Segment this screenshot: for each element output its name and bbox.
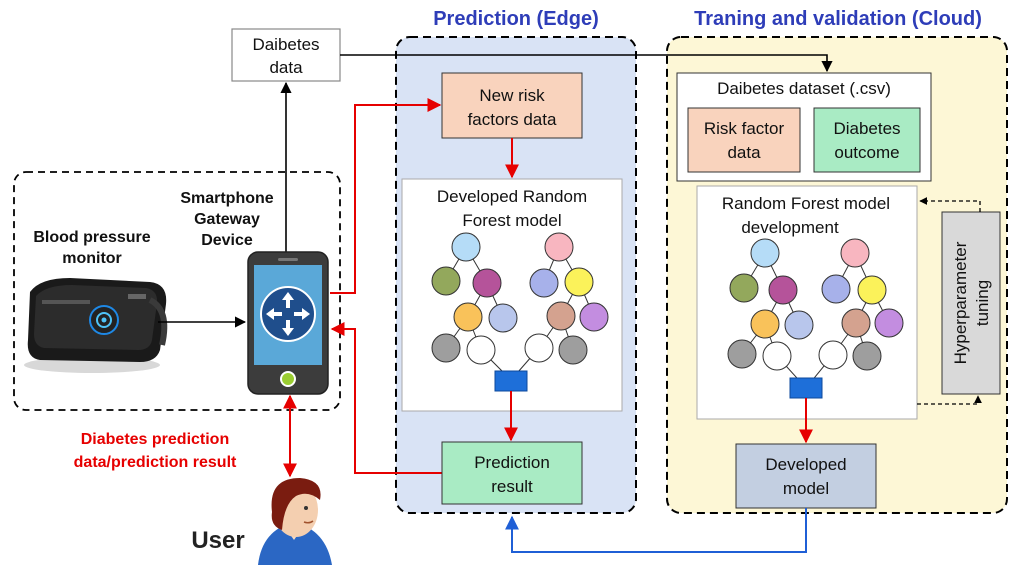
user-avatar-icon (258, 478, 332, 565)
new-risk-label-2: factors data (468, 110, 557, 129)
risk-factor-label-2: data (727, 143, 761, 162)
blood-pressure-monitor-icon (24, 278, 168, 373)
diabetes-data-label-1: Daibetes (252, 35, 319, 54)
developed-model-label-1: Developed (765, 455, 846, 474)
prediction-label-1: Diabetes prediction (81, 431, 229, 448)
smartphone-label-2: Gateway (194, 211, 260, 228)
rf-development-label-2: development (741, 218, 839, 237)
prediction-result-box (441, 441, 583, 505)
hyperparameter-label-2: tuning (973, 280, 992, 326)
dev-to-hyper-arrow (917, 395, 982, 405)
smartphone-label-3: Device (201, 232, 253, 249)
hyper-feedback-arrow (919, 197, 981, 212)
result-to-phone-arrow (330, 322, 442, 474)
router-icon (260, 286, 316, 342)
risk-factor-label-1: Risk factor (704, 119, 785, 138)
edge-model-label-1: Developed Random (437, 187, 587, 206)
bp-monitor-label-2: monitor (62, 250, 122, 267)
smartphone-label-1: Smartphone (180, 190, 273, 207)
edge-header: Prediction (Edge) (433, 8, 599, 30)
developed-model-box (735, 443, 877, 509)
outcome-label-1: Diabetes (833, 119, 900, 138)
bp-monitor-label-1: Blood pressure (33, 229, 150, 246)
phone-to-newrisk-arrow (330, 98, 442, 294)
diabetes-data-label-2: data (269, 58, 303, 77)
outcome-box (813, 107, 921, 173)
new-risk-label-1: New risk (479, 86, 545, 105)
deploy-model-arrow (505, 508, 807, 553)
prediction-result-label-1: Prediction (474, 453, 550, 472)
hyperparameter-box (941, 211, 1001, 395)
diabetes-data-box (231, 28, 341, 82)
user-label: User (191, 527, 244, 554)
random-forest-dev-icon (727, 238, 904, 399)
risk-factor-box (687, 107, 801, 173)
random-forest-icon (431, 232, 609, 392)
outcome-label-2: outcome (834, 143, 899, 162)
prediction-result-label-2: result (491, 477, 533, 496)
dataset-label: Daibetes dataset (.csv) (717, 79, 891, 98)
edge-model-label-2: Forest model (462, 211, 561, 230)
device-region (13, 171, 341, 411)
new-risk-box (441, 72, 583, 139)
rf-development-label-1: Random Forest model (722, 194, 890, 213)
cloud-header: Traning and validation (Cloud) (694, 8, 982, 30)
developed-model-label-2: model (783, 479, 829, 498)
data-to-cloud-arrow (340, 54, 833, 73)
prediction-label-2: data/prediction result (74, 454, 237, 471)
hyperparameter-label-1: Hyperparameter (951, 241, 970, 364)
